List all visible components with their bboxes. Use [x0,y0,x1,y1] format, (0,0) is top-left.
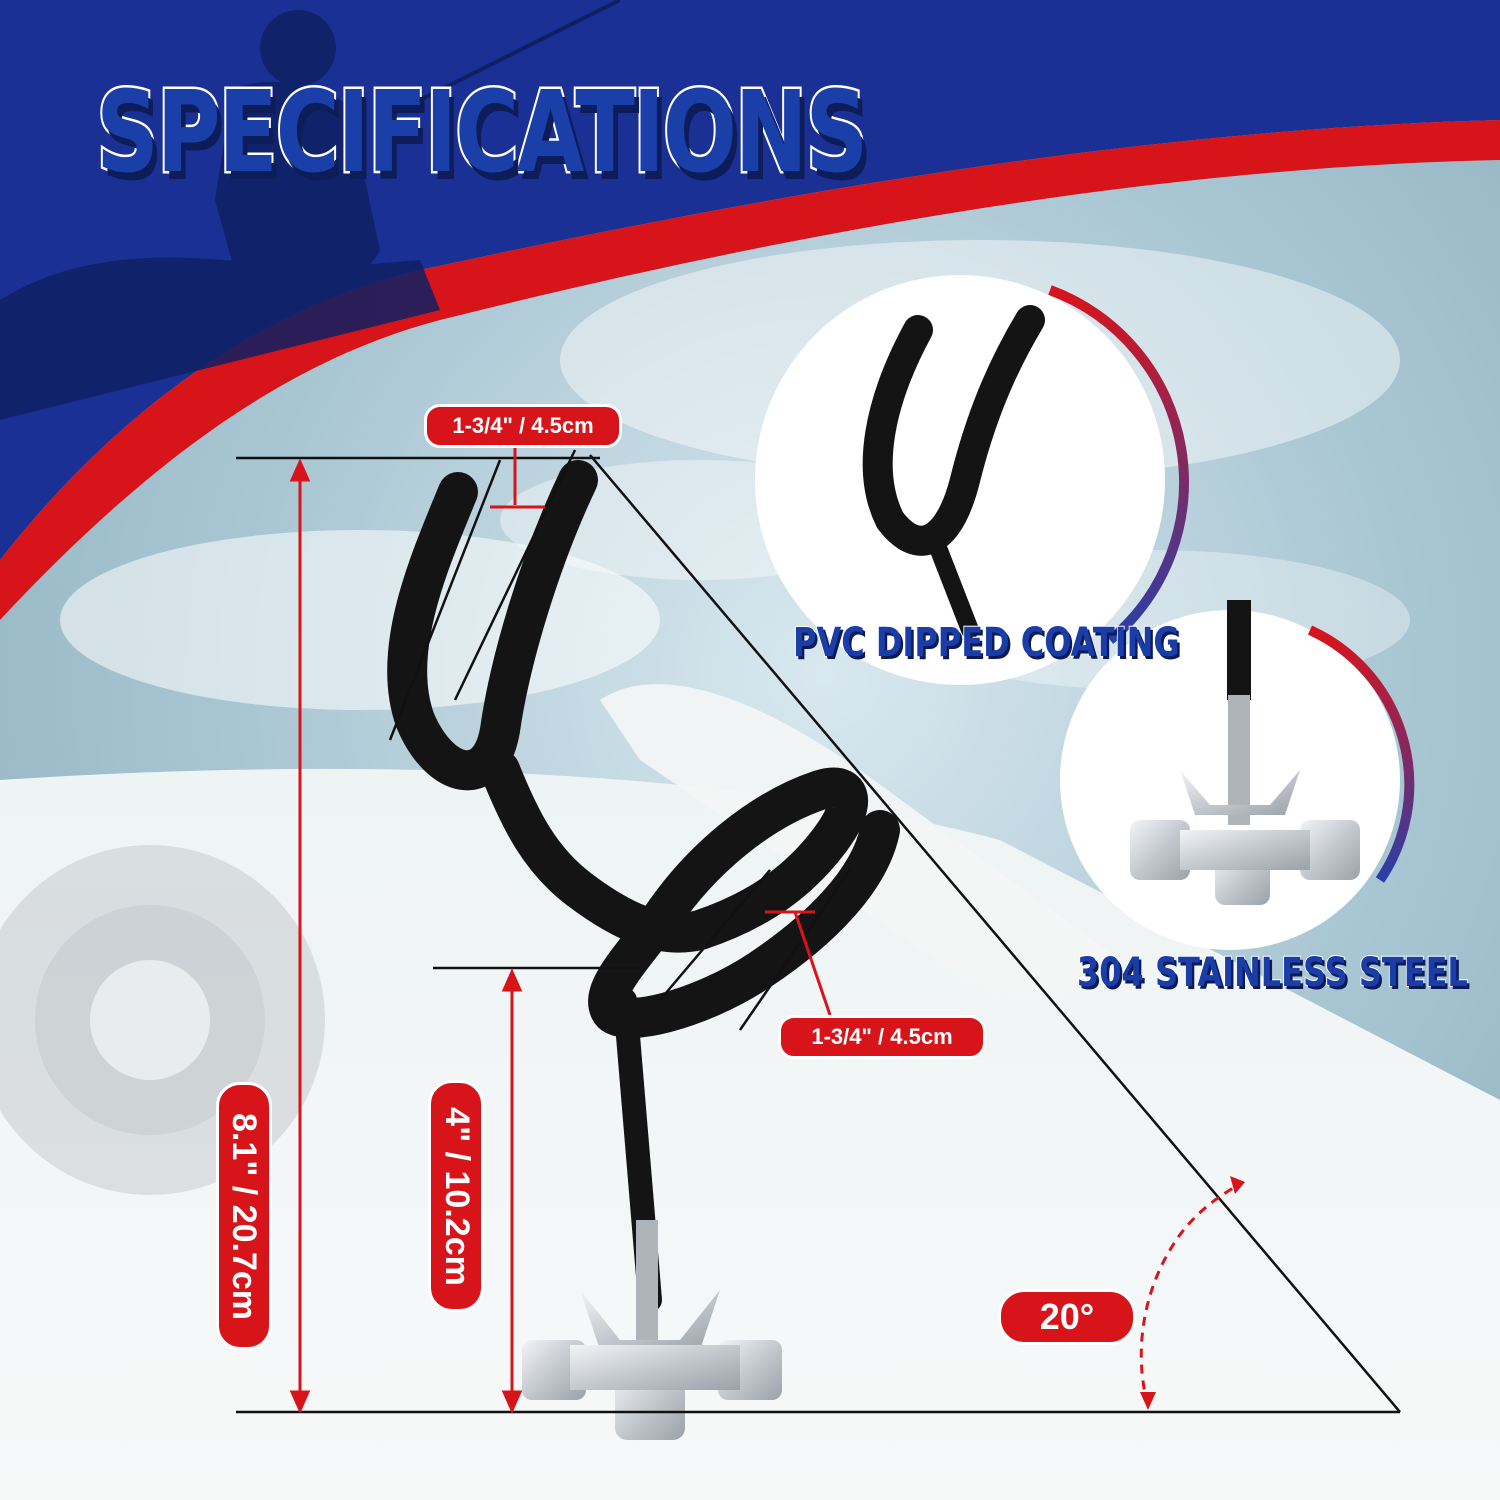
measurement-lines [236,449,1401,1414]
base-height-label: 4" / 10.2cm [428,1080,484,1312]
wing-nut-icon [580,1290,720,1350]
angle-arc-icon [1139,1176,1245,1410]
stainless-steel-caption: 304 STAINLESS STEEL [1076,949,1468,997]
dimension-arrows [289,445,832,1414]
base-height-text: 4" / 10.2cm [437,1106,476,1286]
fisherman-silhouette-icon [0,10,440,420]
fork-closeup-icon [862,305,1045,639]
fork-width-label: 1-3/4" / 4.5cm [424,404,622,448]
pvc-coating-caption: PVC DIPPED COATING [792,619,1180,667]
aluminum-base-icon [522,1340,782,1440]
total-height-label: 8.1" / 20.7cm [216,1082,272,1350]
tilt-angle-label: 20° [998,1289,1136,1345]
page-title: SPECIFICATIONS [94,66,870,201]
wingnut-closeup-icon [1130,600,1360,905]
loop-width-label: 1-3/4" / 4.5cm [778,1015,986,1059]
bolt-icon [636,1220,658,1340]
total-height-text: 8.1" / 20.7cm [225,1112,264,1320]
